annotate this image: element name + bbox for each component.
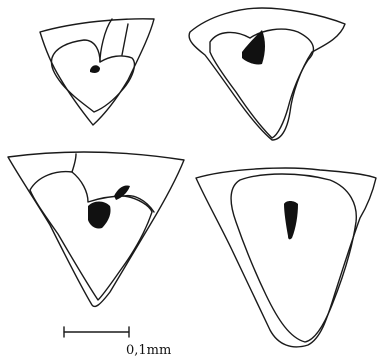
specimen-dark-spot: [90, 65, 100, 73]
specimen-outer-outline: [8, 152, 184, 306]
specimen-dark-spot: [114, 185, 130, 200]
specimen-outer-outline: [189, 8, 345, 140]
specimen-inner-outline: [30, 172, 152, 300]
specimen-dark-spot: [284, 201, 298, 239]
specimen-drawing-top-left: [40, 19, 154, 125]
specimen-division-line: [122, 24, 128, 55]
specimen-dark-spot: [88, 202, 111, 229]
specimen-division-line: [100, 19, 112, 62]
specimen-drawing-top-right: [189, 8, 345, 140]
specimen-drawing-bottom-right: [196, 168, 376, 347]
specimen-division-line: [72, 154, 76, 172]
specimen-inner-outline: [231, 174, 356, 342]
specimen-inner-outline: [51, 40, 134, 112]
scale-bar: 0,1mm: [64, 327, 171, 358]
scale-bar-label: 0,1mm: [126, 343, 171, 358]
specimen-division-line: [124, 196, 154, 212]
specimen-drawing-bottom-left: [8, 152, 184, 306]
